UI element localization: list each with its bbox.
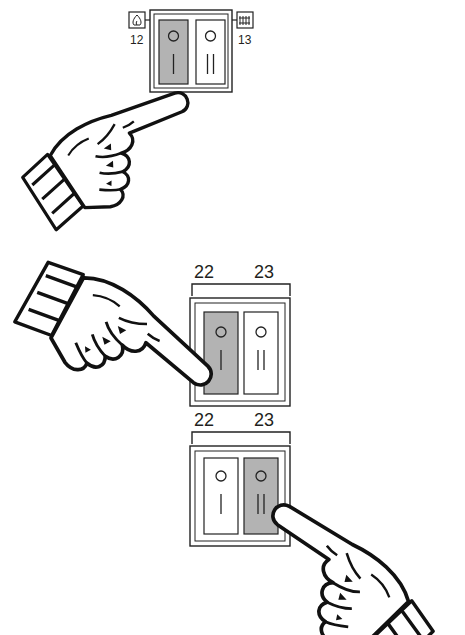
callout-number: 12 [130, 34, 143, 46]
bottom-switch [190, 432, 290, 546]
top-switch [129, 10, 253, 92]
callout-number: 22 [194, 263, 214, 281]
callout-number: 13 [238, 34, 251, 46]
pointing-hand [4, 240, 218, 444]
callout-number: 23 [254, 411, 274, 429]
pointing-hand [13, 87, 214, 235]
middle-switch [190, 284, 290, 406]
callout-number: 23 [254, 263, 274, 281]
pointing-hand [230, 498, 450, 635]
callout-number: 22 [194, 411, 214, 429]
